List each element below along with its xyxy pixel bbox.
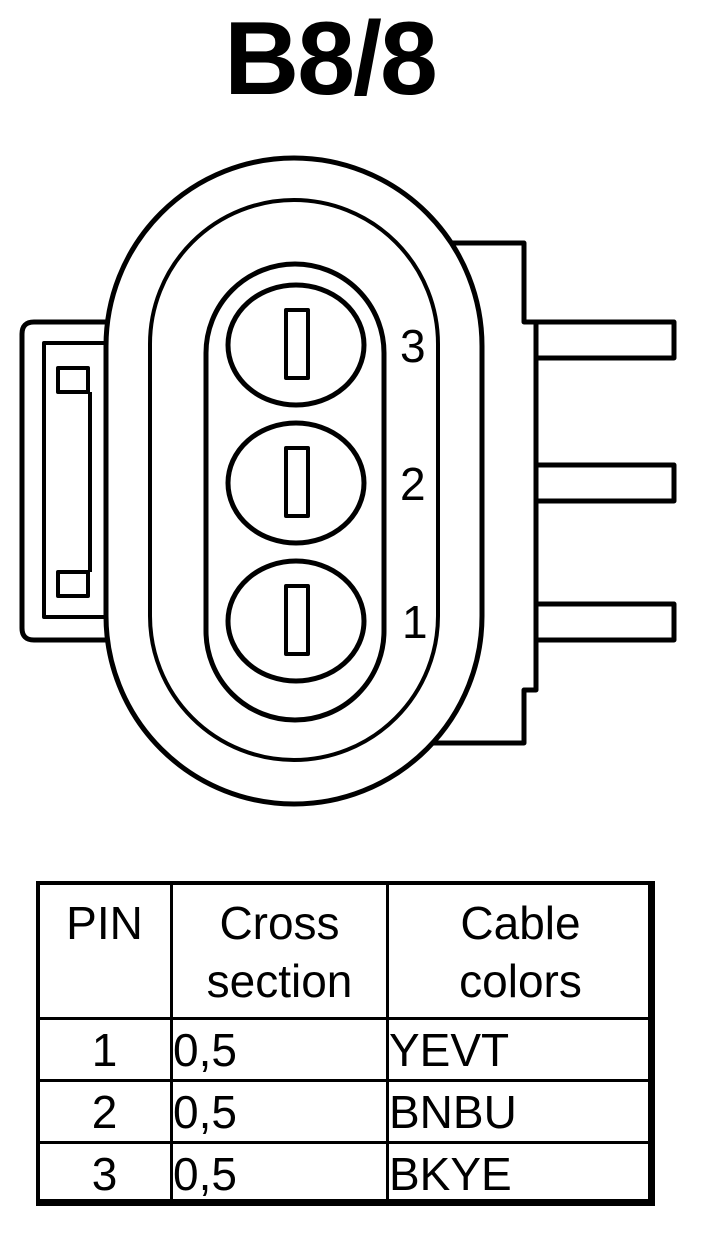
header-pin-line1: PIN xyxy=(66,897,143,949)
table-row: 3 0,5 BKYE xyxy=(36,1141,655,1206)
header-cross-section: Cross section xyxy=(170,881,389,1020)
header-cable-colors: Cable colors xyxy=(386,881,655,1020)
cell-pin: 2 xyxy=(36,1079,173,1144)
terminal-blade-top xyxy=(533,319,677,361)
header-cross-line2: section xyxy=(206,955,353,1007)
cell-cable-colors: BKYE xyxy=(386,1141,655,1206)
connector-diagram: 3 2 1 xyxy=(19,155,677,807)
header-colors-line1: Cable xyxy=(460,897,581,949)
cell-pin: 1 xyxy=(36,1017,173,1082)
pin-label-1: 1 xyxy=(402,596,428,648)
terminal-blade-bottom xyxy=(533,601,677,643)
header-cross-line1: Cross xyxy=(219,897,340,949)
header-pin: PIN xyxy=(36,881,173,1020)
cell-cross-section: 0,5 xyxy=(170,1141,389,1206)
pin-label-3: 3 xyxy=(400,320,426,372)
cell-cable-colors: BNBU xyxy=(386,1079,655,1144)
pin-slot-2 xyxy=(284,446,310,518)
pin-slot-3 xyxy=(284,308,310,380)
table-row: 2 0,5 BNBU xyxy=(36,1079,655,1144)
cell-pin: 3 xyxy=(36,1141,173,1206)
latch-bar-bottom xyxy=(56,570,90,598)
cell-cross-section: 0,5 xyxy=(170,1079,389,1144)
table-row: 1 0,5 YEVT xyxy=(36,1017,655,1082)
terminal-blade-middle xyxy=(533,462,677,504)
pin-slot-1 xyxy=(284,584,310,656)
cell-cross-section: 0,5 xyxy=(170,1017,389,1082)
latch-bar-top xyxy=(56,366,90,394)
cell-cable-colors: YEVT xyxy=(386,1017,655,1082)
table-header-row: PIN Cross section Cable colors xyxy=(36,881,655,1020)
header-colors-line2: colors xyxy=(459,955,582,1007)
connector-title: B8/8 xyxy=(224,1,438,117)
pin-assignment-table: PIN Cross section Cable colors 1 0,5 YEV… xyxy=(36,881,655,1206)
pin-label-2: 2 xyxy=(400,458,426,510)
